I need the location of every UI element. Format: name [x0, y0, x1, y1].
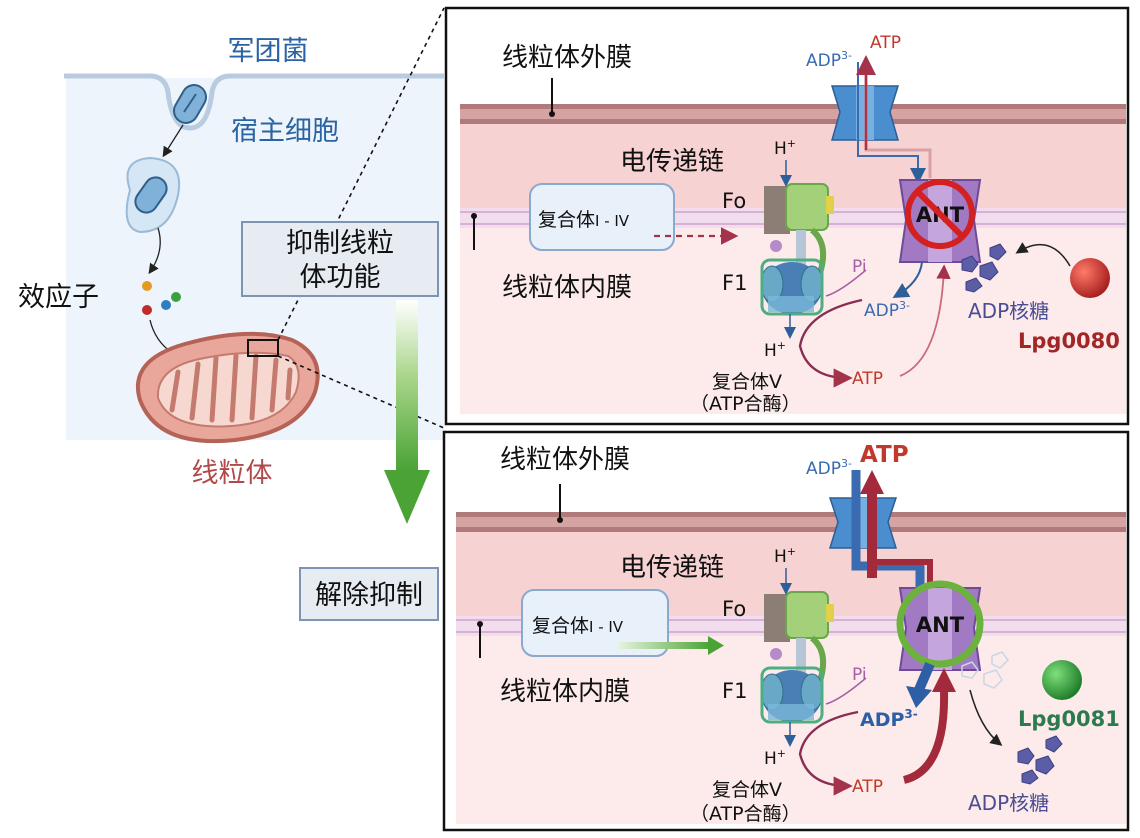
panel-relieved: 线粒体外膜 电传递链 线粒体内膜 复合体I - IV Fo F1 H+ H+ [442, 430, 1130, 832]
effector-label: 效应子 [18, 282, 99, 313]
complex-i-iv-box [529, 183, 675, 251]
atp-matrix-label: ATP [852, 369, 883, 389]
pi-label-2: Pi [852, 665, 867, 685]
atp-synthase-icon [760, 183, 834, 316]
adp-matrix-label: ADP3- [864, 299, 910, 321]
etc-label: 电传递链 [620, 147, 724, 177]
complex-v-label: 复合体Ⅴ [712, 371, 782, 393]
relieve-box-label: 解除抑制 [315, 580, 423, 611]
atp-top-label-2: ATP [860, 442, 909, 468]
fo-label-2: Fo [722, 597, 746, 621]
adp-matrix-label-2: ADP3- [860, 707, 918, 731]
complex-i-iv-label-2: 复合体I - IV [532, 615, 624, 637]
f1-label: F1 [722, 271, 747, 295]
vdac-channel-icon-2 [828, 497, 898, 549]
complex-v-label-2: 复合体Ⅴ [712, 779, 782, 801]
atp-synthase-label-2: （ATP合酶） [690, 803, 801, 825]
bacterium-icon [173, 84, 207, 124]
bacterium-label: 军团菌 [228, 36, 309, 67]
host-cell-label: 宿主细胞 [231, 116, 339, 147]
adp-top-label: ADP3- [806, 49, 852, 71]
atp-top-label: ATP [870, 33, 901, 53]
atp-synthase-label: （ATP合酶） [690, 393, 801, 415]
atp-matrix-label-2: ATP [852, 777, 883, 797]
zoom-box [247, 339, 279, 357]
inhibit-box-line2: 体功能 [300, 262, 381, 293]
outer-membrane-label-2: 线粒体外膜 [500, 445, 630, 475]
adp-top-label-2: ADP3- [806, 457, 852, 479]
adp-ribose-released-icon [961, 651, 1009, 689]
ant-transporter-icon-2 [896, 580, 984, 671]
complex-i-iv-box-2 [521, 589, 669, 657]
fo-label: Fo [722, 189, 746, 213]
outer-membrane-label: 线粒体外膜 [502, 43, 632, 73]
h-plus-top-label: H+ [774, 137, 796, 159]
complex-i-iv-label: 复合体I - IV [538, 209, 630, 231]
inhibited-icon [905, 179, 975, 249]
inhibit-box: 抑制线粒 体功能 [241, 221, 439, 297]
effector-dots [142, 281, 181, 315]
h-plus-top-label-2: H+ [774, 545, 796, 567]
adp-ribose-icon-2 [1017, 735, 1063, 785]
adp-ribose-icon [961, 243, 1007, 293]
inhibit-box-line1: 抑制线粒 [286, 228, 394, 259]
mitochondrion-icon [135, 331, 320, 444]
adp-ribose-label-2: ADP核糖 [968, 791, 1049, 815]
relief-arrow [384, 300, 430, 524]
ant-label-2: ANT [916, 613, 965, 637]
lpg0080-icon [1070, 258, 1110, 298]
h-plus-bottom-label: H+ [764, 339, 786, 361]
pi-label: Pi [852, 257, 867, 277]
atp-synthase-icon-2 [760, 591, 834, 724]
vacuole-icon [125, 156, 181, 234]
etc-label-2: 电传递链 [620, 553, 724, 583]
lpg0081-label: Lpg0081 [1018, 707, 1120, 731]
panel-inhibited: 线粒体外膜 电传递链 线粒体内膜 复合体I - IV Fo F1 H+ [444, 6, 1130, 426]
inner-membrane-label: 线粒体内膜 [502, 273, 632, 303]
lpg0081-icon [1042, 660, 1082, 700]
f1-label-2: F1 [722, 679, 747, 703]
relieve-box: 解除抑制 [299, 567, 439, 621]
h-plus-bottom-label-2: H+ [764, 747, 786, 769]
adp-ribose-label: ADP核糖 [968, 299, 1049, 323]
inner-membrane-label-2: 线粒体内膜 [500, 677, 630, 707]
mitochondrion-label: 线粒体 [192, 458, 273, 489]
lpg0080-label: Lpg0080 [1018, 329, 1120, 353]
